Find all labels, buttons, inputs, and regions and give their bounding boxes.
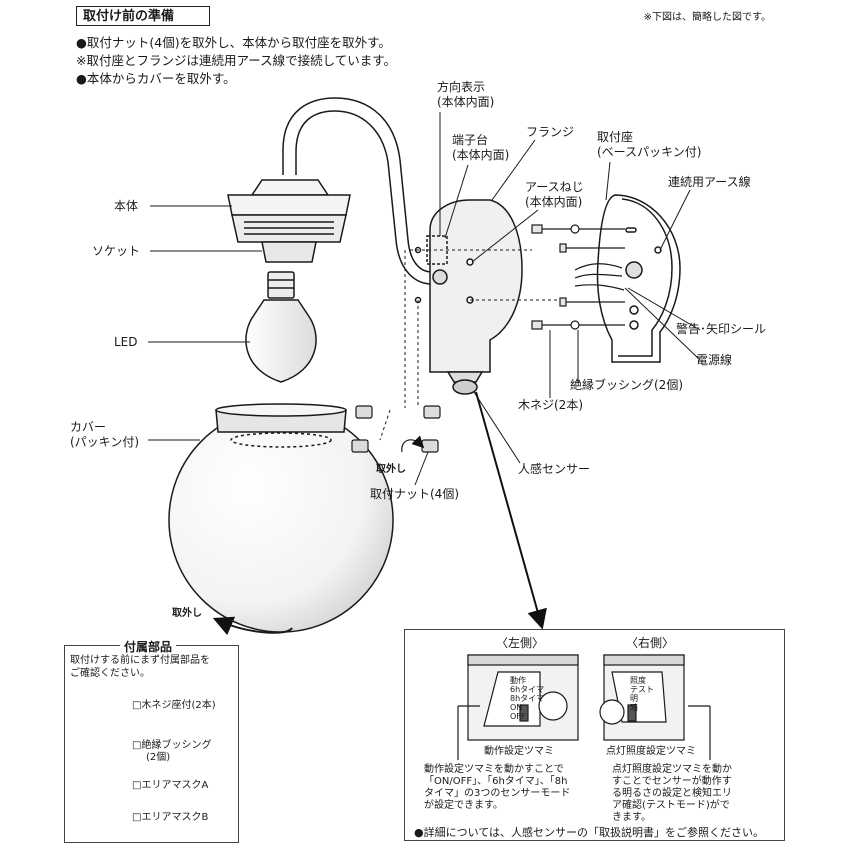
left-panel-off: OFF [510, 712, 526, 721]
right-desc-5: きます。 [612, 812, 651, 823]
led-bulb [245, 271, 317, 383]
accessories-title: 付属部品 [120, 638, 177, 655]
sensor-footer-note: ●詳細については、人感センサーの「取扱説明書」をご参照ください。 [414, 826, 765, 839]
accessory-wood-screw: □木ネジ座付(2本) [132, 700, 216, 711]
left-desc-3: タイマ」の3つのセンサーモード [424, 788, 571, 799]
guide-lines [379, 249, 560, 441]
accessories-intro-1: 取付けする前にまず付属部品を [70, 655, 210, 666]
label-terminal-2: (本体内面) [452, 148, 510, 162]
label-power-wire: 電源線 [696, 353, 733, 367]
right-desc-4: ア確認(テストモード)がで [612, 800, 730, 811]
right-desc-3: る明るさの設定と検知エリ [612, 788, 732, 799]
intro-line-2: ※取付座とフランジは連続用アース線で接続しています。 [76, 53, 396, 68]
left-desc-2: 「ON/OFF」、「6hタイマ」、「8h [424, 776, 568, 787]
right-panel-bright: 明 [630, 694, 638, 703]
label-warning-seal: 警告･矢印シール [676, 322, 767, 336]
label-remove-cover: 取外し [172, 608, 202, 619]
label-mount-1: 取付座 [597, 130, 634, 144]
right-knob-label: 点灯照度設定ツマミ [606, 746, 696, 757]
label-socket: ソケット [92, 244, 141, 258]
section-title: 取付け前の準備 [76, 6, 210, 26]
body-cap [227, 179, 351, 243]
leader-lines [148, 112, 701, 486]
label-body: 本体 [114, 199, 139, 213]
label-bushing: 絶縁ブッシング(2個) [570, 378, 683, 392]
label-cover-2: (パッキン付) [70, 435, 140, 449]
left-panel-mode: 動作 [510, 676, 526, 685]
right-panel-test: テスト [630, 685, 654, 694]
left-panel-8h: 8hタイマ [510, 694, 545, 703]
label-earth-screw-1: アースねじ [525, 180, 584, 194]
cover-globe [168, 403, 394, 633]
accessory-area-mask-a: □エリアマスクA [132, 780, 209, 791]
flange-housing [414, 199, 523, 395]
label-wood-screw: 木ネジ(2本) [518, 398, 583, 412]
label-direction-2: (本体内面) [437, 95, 495, 109]
accessory-bushing-qty: (2個) [146, 752, 171, 763]
accessory-bushing: □絶縁ブッシング [132, 740, 212, 751]
intro-line-1: ●取付ナット(4個)を取外し、本体から取付座を取外す。 [76, 35, 391, 50]
mount-plate [596, 194, 681, 363]
sensor-left-title: 〈左側〉 [496, 636, 545, 650]
sensor-right-title: 〈右側〉 [626, 636, 675, 650]
right-desc-1: 点灯照度設定ツマミを動か [612, 764, 732, 775]
intro-line-3: ●本体からカバーを取外す。 [76, 71, 236, 86]
accessories-intro-2: ご確認ください。 [70, 668, 150, 679]
accessory-area-mask-b: □エリアマスクB [132, 812, 209, 823]
label-sensor: 人感センサー [518, 462, 591, 476]
arm [282, 97, 433, 285]
mount-nuts [351, 405, 441, 453]
left-desc-1: 動作設定ツマミを動かすことで [424, 764, 564, 775]
bolts [531, 224, 625, 330]
label-mount-2: (ベースパッキン付) [597, 145, 702, 159]
left-desc-4: が設定できます。 [424, 800, 503, 811]
label-flange: フランジ [526, 125, 575, 139]
right-desc-2: すことでセンサーが動作す [612, 776, 732, 787]
label-terminal-1: 端子台 [452, 133, 489, 147]
left-panel-6h: 6hタイマ [510, 685, 545, 694]
left-knob-label: 動作設定ツマミ [484, 746, 554, 757]
label-remove-nut: 取外し [376, 464, 406, 475]
left-panel-text: 動作 6hタイマ 8hタイマ ON OFF [510, 676, 544, 721]
label-mount-nut: 取付ナット(4個) [370, 487, 459, 501]
label-direction-1: 方向表示 [437, 80, 486, 94]
socket [261, 241, 317, 263]
right-panel-dark: 暗 [630, 703, 638, 712]
label-earth-screw-2: (本体内面) [525, 195, 583, 209]
sensor-arrow [475, 391, 547, 630]
label-cover-1: カバー [70, 420, 107, 434]
cover-removal-arrow [212, 616, 293, 636]
label-led: LED [114, 335, 138, 349]
label-earth-wire: 連続用アース線 [668, 175, 751, 189]
simplified-note: ※下図は、簡略した図です。 [643, 12, 771, 23]
right-panel-lux: 照度 [630, 676, 646, 685]
right-panel-text: 照度 テスト 明 暗 [630, 676, 654, 712]
accessories-box [64, 645, 239, 843]
left-panel-on: ON [510, 703, 523, 712]
